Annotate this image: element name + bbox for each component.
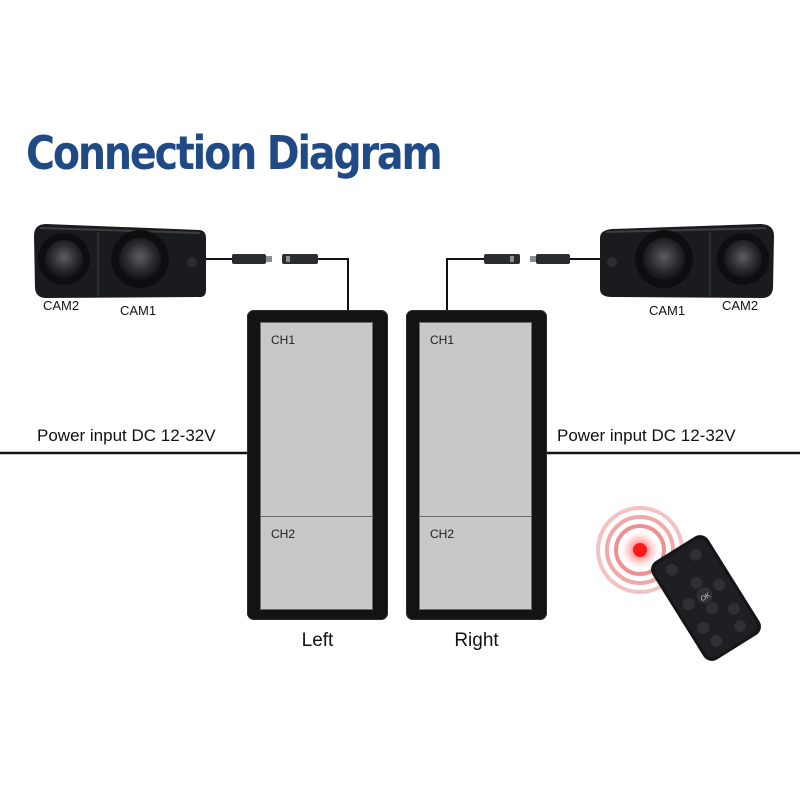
screen-divider (261, 516, 372, 517)
video-cable-left (205, 254, 349, 310)
monitor-left-ch1-label: CH1 (271, 333, 296, 347)
monitor-right: CH1 CH2 (406, 310, 547, 620)
monitor-left: CH1 CH2 (247, 310, 388, 620)
monitor-left-ch2-label: CH2 (271, 527, 296, 541)
video-cable-right (446, 254, 600, 310)
right-cam1-label: CAM1 (649, 303, 686, 318)
power-input-label-right: Power input DC 12-32V (557, 426, 736, 445)
screen-divider (420, 516, 531, 517)
monitor-right-label: Right (454, 630, 499, 651)
camera-right (600, 224, 774, 298)
page-title: Connection Diagram (26, 126, 443, 180)
camera-left (34, 224, 206, 298)
remote-ok-label: OK (700, 592, 713, 603)
remote-control: OK (651, 535, 761, 661)
right-cam2-label: CAM2 (722, 298, 759, 313)
monitor-left-label: Left (301, 630, 334, 651)
monitor-left-screen: CH1 CH2 (260, 322, 373, 610)
monitor-right-ch1-label: CH1 (430, 333, 455, 347)
left-cam2-label: CAM2 (43, 298, 80, 313)
monitor-right-ch2-label: CH2 (430, 527, 455, 541)
monitor-right-screen: CH1 CH2 (419, 322, 532, 610)
left-cam1-label: CAM1 (120, 303, 157, 318)
power-input-label-left: Power input DC 12-32V (37, 426, 216, 445)
